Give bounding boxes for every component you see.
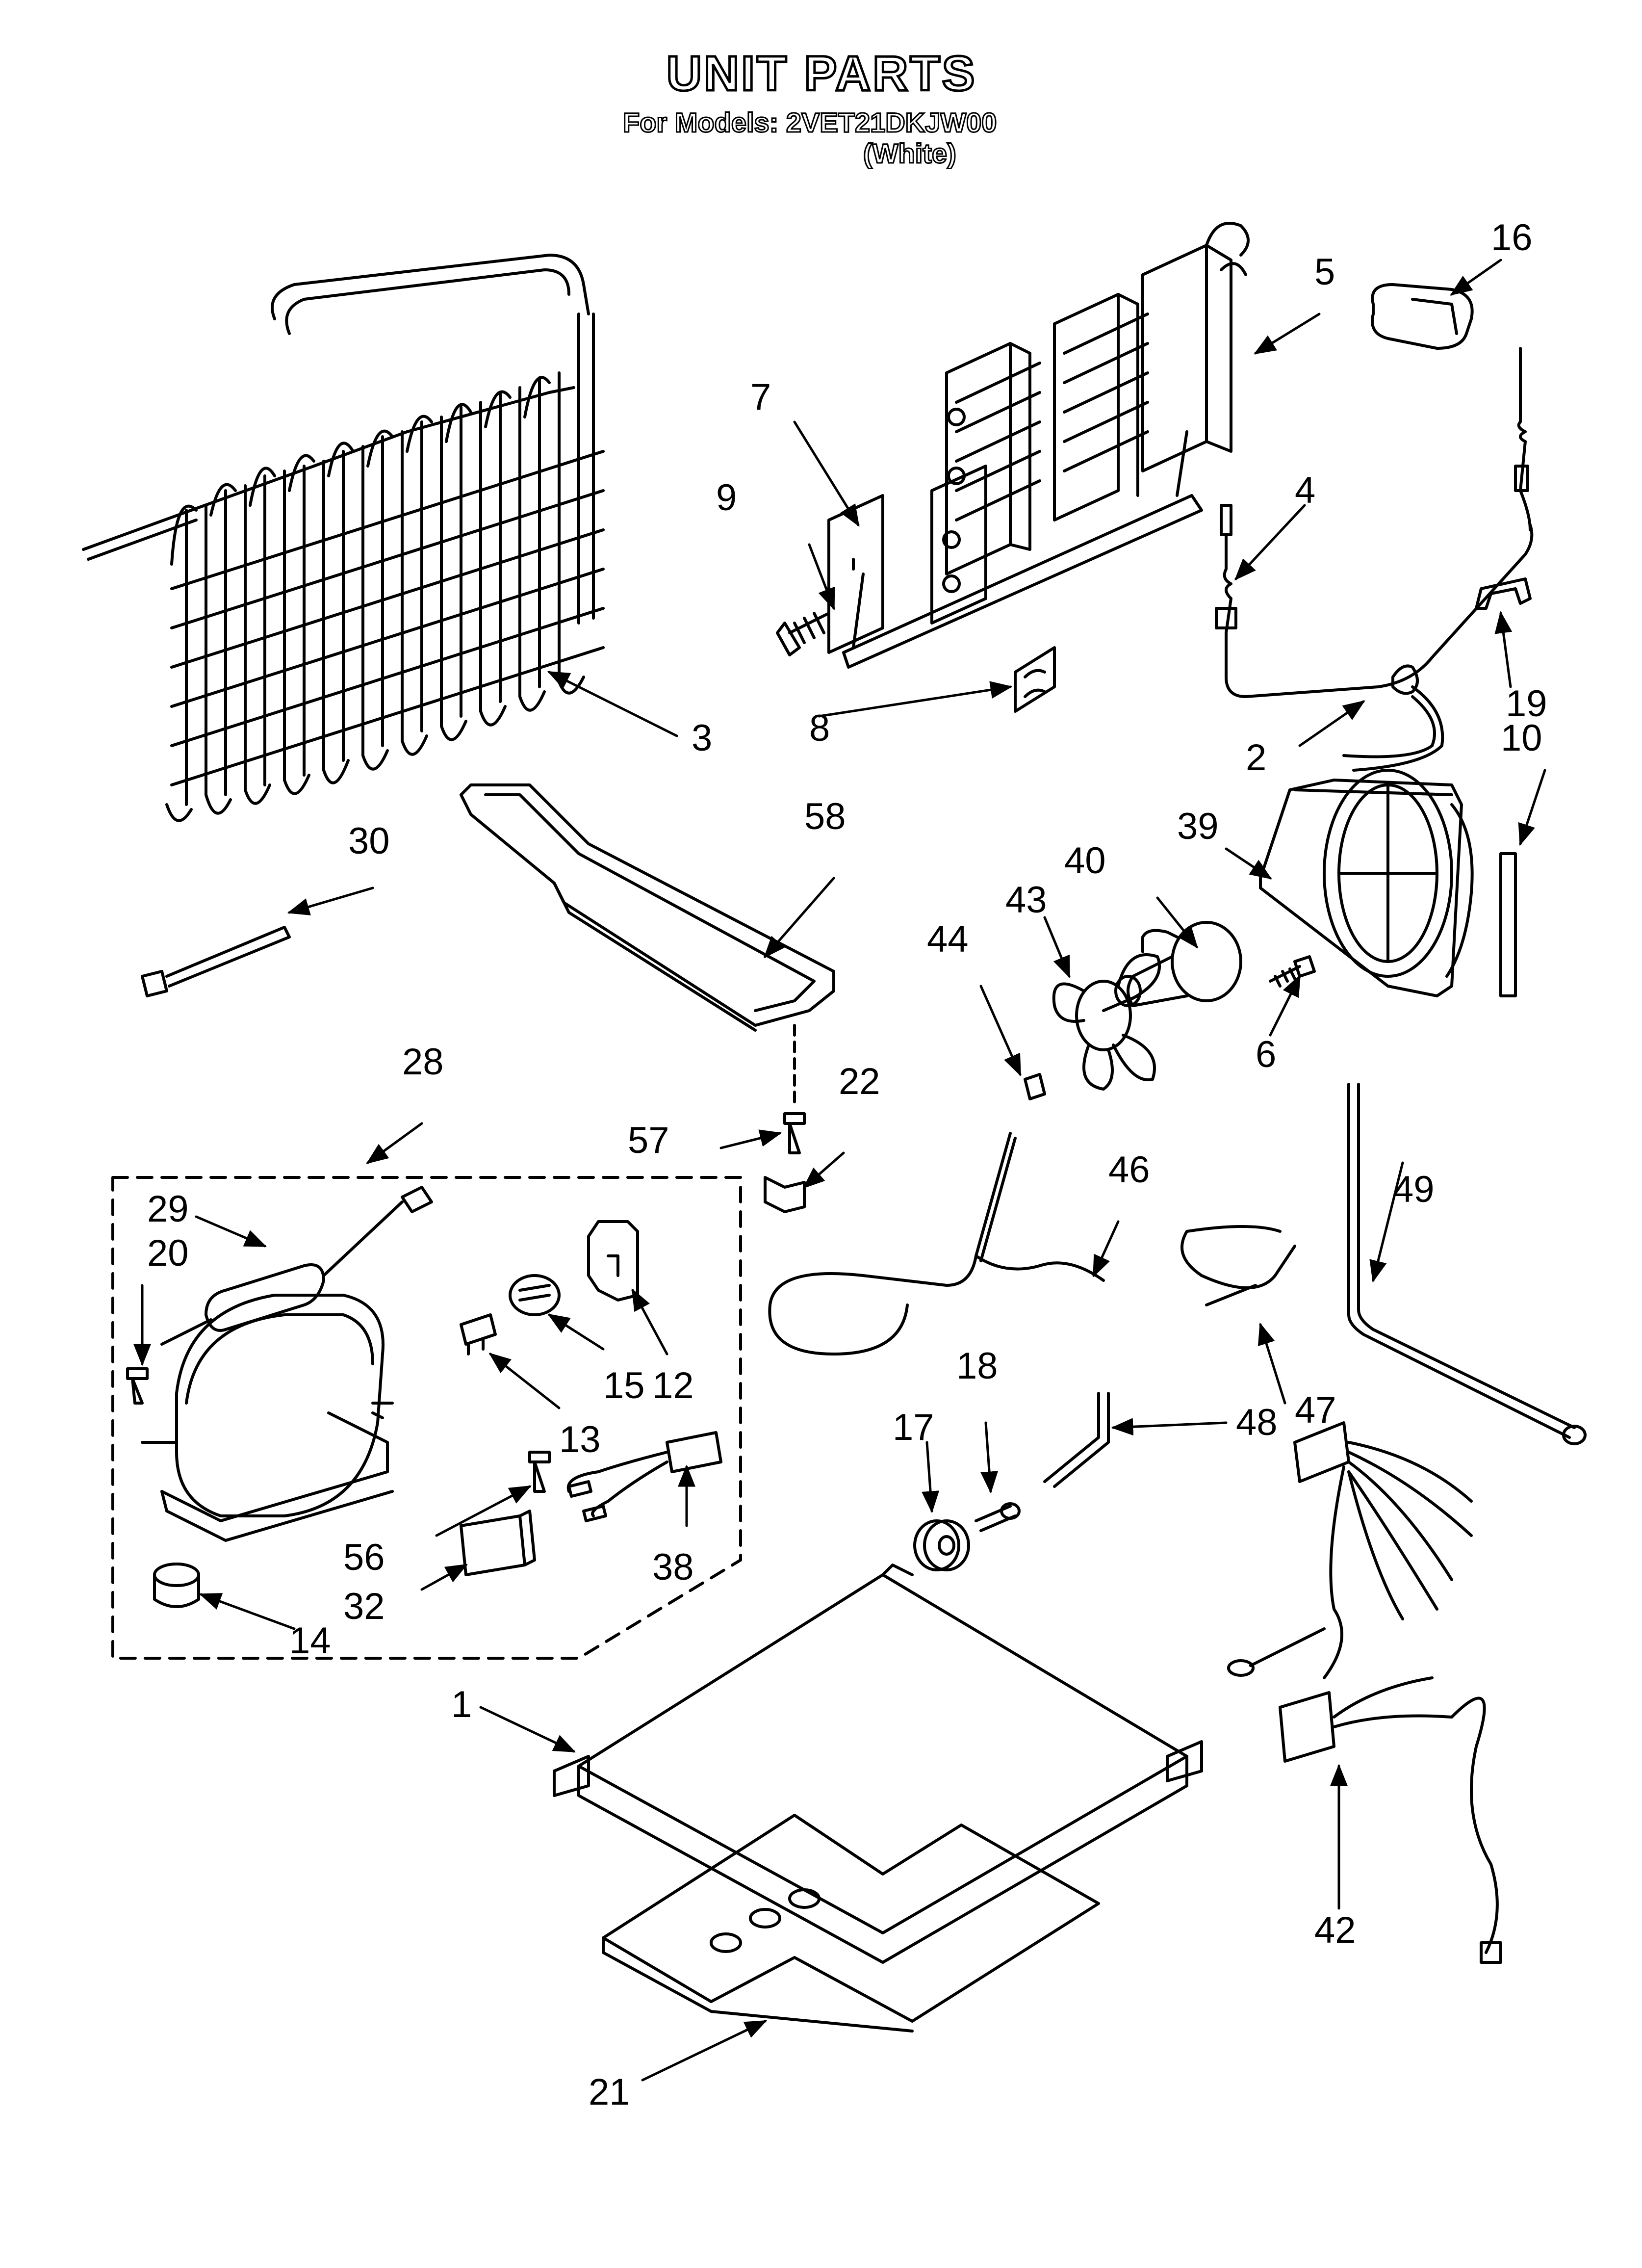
callout-22: 22 xyxy=(839,1061,880,1102)
model-color: (White) xyxy=(863,138,957,169)
callout-58: 58 xyxy=(804,796,846,837)
callout-46: 46 xyxy=(1108,1149,1150,1191)
wiring-harness-42-drawing xyxy=(1227,1421,1502,1964)
callout-56: 56 xyxy=(343,1537,385,1578)
callout-49: 49 xyxy=(1393,1169,1435,1210)
callout-10: 10 xyxy=(1501,717,1542,759)
callout-2: 2 xyxy=(1246,737,1266,779)
callout-14: 14 xyxy=(289,1620,331,1662)
callout-44: 44 xyxy=(927,918,969,960)
base-pan-1-drawing xyxy=(553,1564,1203,1964)
callout-48: 48 xyxy=(1236,1402,1278,1443)
tube-46-drawing xyxy=(768,1132,1105,1356)
screw-6-drawing xyxy=(1269,955,1316,988)
spacer-18-drawing xyxy=(975,1502,1021,1532)
drier-29-drawing xyxy=(160,1186,433,1346)
callout-6: 6 xyxy=(1256,1034,1276,1075)
overload-15-drawing xyxy=(509,1274,561,1316)
screw-20-drawing xyxy=(126,1367,149,1405)
callout-3: 3 xyxy=(692,717,712,759)
callout-12: 12 xyxy=(652,1365,694,1407)
callout-29: 29 xyxy=(147,1188,189,1230)
cable-tie-30-drawing xyxy=(141,926,291,997)
cover-12-drawing xyxy=(587,1220,639,1302)
model-number: For Models: 2VET21DKJW00 xyxy=(622,107,997,138)
condenser-coil-drawing xyxy=(82,254,605,822)
callout-1: 1 xyxy=(451,1684,472,1725)
evaporator-drawing xyxy=(827,222,1250,669)
callout-39: 39 xyxy=(1177,806,1219,847)
bracket-19-drawing xyxy=(1475,577,1532,610)
callout-21: 21 xyxy=(589,2071,630,2113)
callout-13: 13 xyxy=(559,1419,601,1460)
harness-38-drawing xyxy=(566,1431,722,1522)
callout-28: 28 xyxy=(402,1041,444,1083)
leader-arrows xyxy=(133,259,1546,2082)
screw-56-drawing xyxy=(528,1451,551,1493)
callout-38: 38 xyxy=(652,1546,694,1588)
callout-43: 43 xyxy=(1005,879,1047,921)
callout-40: 40 xyxy=(1064,840,1106,882)
compressor-kit-28-outline xyxy=(111,1176,742,1660)
fan-motor-40-drawing xyxy=(1102,921,1242,1012)
grommet-14-drawing xyxy=(153,1563,200,1608)
callout-5: 5 xyxy=(1314,251,1335,293)
tube-48-drawing xyxy=(1043,1392,1110,1488)
grommet-2-drawing xyxy=(1342,664,1444,772)
callout-20: 20 xyxy=(147,1232,189,1274)
screw-9-drawing xyxy=(776,612,830,656)
cap-16-drawing xyxy=(1371,283,1474,350)
grommet-17-drawing xyxy=(913,1519,970,1571)
clip-8-drawing xyxy=(1014,646,1056,713)
callout-7: 7 xyxy=(750,376,771,418)
clip-22-drawing xyxy=(764,1176,806,1213)
title-block: UNIT PARTS For Models: 2VET21DKJW00 (Whi… xyxy=(0,0,1642,196)
callout-16: 16 xyxy=(1491,217,1533,259)
callout-47: 47 xyxy=(1295,1389,1336,1431)
insulation-sheet-21-drawing xyxy=(602,1814,1100,2033)
callout-4: 4 xyxy=(1295,469,1315,511)
drain-trough-58-drawing xyxy=(460,783,835,1105)
screw-57-drawing xyxy=(783,1112,806,1154)
callout-19: 19 xyxy=(1506,683,1547,725)
compressor-drawing xyxy=(141,1294,394,1542)
fan-shroud-39-drawing xyxy=(1259,769,1474,997)
callout-18: 18 xyxy=(956,1345,998,1387)
thermistor-4-drawing xyxy=(1215,347,1534,698)
callout-15: 15 xyxy=(603,1365,645,1407)
clip-44-drawing xyxy=(1024,1073,1046,1100)
callout-57: 57 xyxy=(628,1120,669,1161)
callout-9: 9 xyxy=(716,477,737,519)
tube-47-drawing xyxy=(1180,1225,1296,1306)
callout-17: 17 xyxy=(893,1407,934,1448)
capacitor-32-drawing xyxy=(460,1510,536,1576)
page-title: UNIT PARTS xyxy=(665,46,977,101)
tube-49-drawing xyxy=(1347,1083,1587,1445)
relay-13-drawing xyxy=(460,1313,497,1356)
callout-42: 42 xyxy=(1314,1909,1356,1951)
callout-labels: 1 2 3 4 5 6 7 8 9 10 12 13 14 15 16 17 1… xyxy=(147,217,1547,2113)
fan-blade-43-drawing xyxy=(1052,953,1161,1091)
callout-8: 8 xyxy=(809,707,830,749)
callout-32: 32 xyxy=(343,1586,385,1627)
gasket-strip-10-drawing xyxy=(1499,852,1517,997)
callout-30: 30 xyxy=(348,820,390,862)
